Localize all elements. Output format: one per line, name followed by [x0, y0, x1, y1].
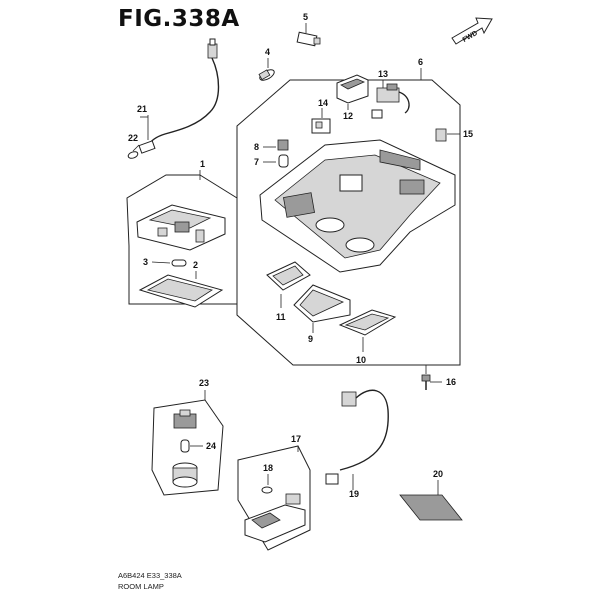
callout-6: 6 [418, 57, 423, 67]
part-6-console [259, 139, 456, 273]
leader-3 [151, 261, 171, 264]
part-12-lamp-unit [336, 74, 369, 104]
callout-5: 5 [303, 12, 308, 22]
callout-16: 16 [446, 377, 456, 387]
callout-3: 3 [143, 257, 148, 267]
part-20-tape [399, 494, 463, 521]
part-8-plug [277, 139, 289, 151]
part-17-lamp [244, 493, 306, 543]
callout-17: 17 [291, 434, 301, 444]
part-22-bulb [127, 151, 139, 159]
callout-2: 2 [193, 260, 198, 270]
callout-20: 20 [433, 469, 443, 479]
figure-name: ROOM LAMP [118, 582, 164, 591]
callout-14: 14 [318, 98, 328, 108]
part-14-switch [311, 118, 331, 134]
leader-22 [132, 144, 140, 152]
callout-21: 21 [137, 104, 147, 114]
callout-1: 1 [200, 159, 205, 169]
callout-11: 11 [276, 312, 286, 322]
part-23-socket [173, 409, 197, 429]
callout-7: 7 [254, 157, 259, 167]
callout-24: 24 [206, 441, 216, 451]
group-6-frame [236, 79, 461, 366]
part-3-bulb [171, 259, 187, 267]
callout-10: 10 [356, 355, 366, 365]
part-1-lamp-housing [136, 204, 226, 251]
part-15-clip [435, 128, 447, 142]
part-16-screw [421, 374, 431, 390]
part-21-wire-harness [138, 38, 220, 154]
figure-code: A6B424 E33_338A [118, 571, 182, 580]
part-11-lens [266, 261, 311, 291]
callout-8: 8 [254, 142, 259, 152]
callout-19: 19 [349, 489, 359, 499]
callout-18: 18 [263, 463, 273, 473]
callout-13: 13 [378, 69, 388, 79]
part-7-bulb [278, 154, 289, 168]
callout-12: 12 [343, 111, 353, 121]
part-24-bulb [180, 439, 190, 453]
figure-title: FIG.338A [118, 6, 240, 32]
callout-9: 9 [308, 334, 313, 344]
part-4-bulb [258, 69, 275, 81]
callout-23: 23 [199, 378, 209, 388]
part-9-lens [293, 284, 351, 323]
callout-4: 4 [265, 47, 270, 57]
fwd-arrow-icon: FWD [451, 17, 493, 45]
part-19-harness [325, 389, 389, 485]
part-10-lens [338, 309, 397, 336]
part-18-bulb [261, 486, 273, 494]
callout-15: 15 [463, 129, 473, 139]
part-2-lens [138, 274, 224, 308]
part-13-harness [371, 83, 410, 119]
part-23-cap [172, 462, 198, 488]
callout-22: 22 [128, 133, 138, 143]
part-5-connector [296, 31, 321, 47]
